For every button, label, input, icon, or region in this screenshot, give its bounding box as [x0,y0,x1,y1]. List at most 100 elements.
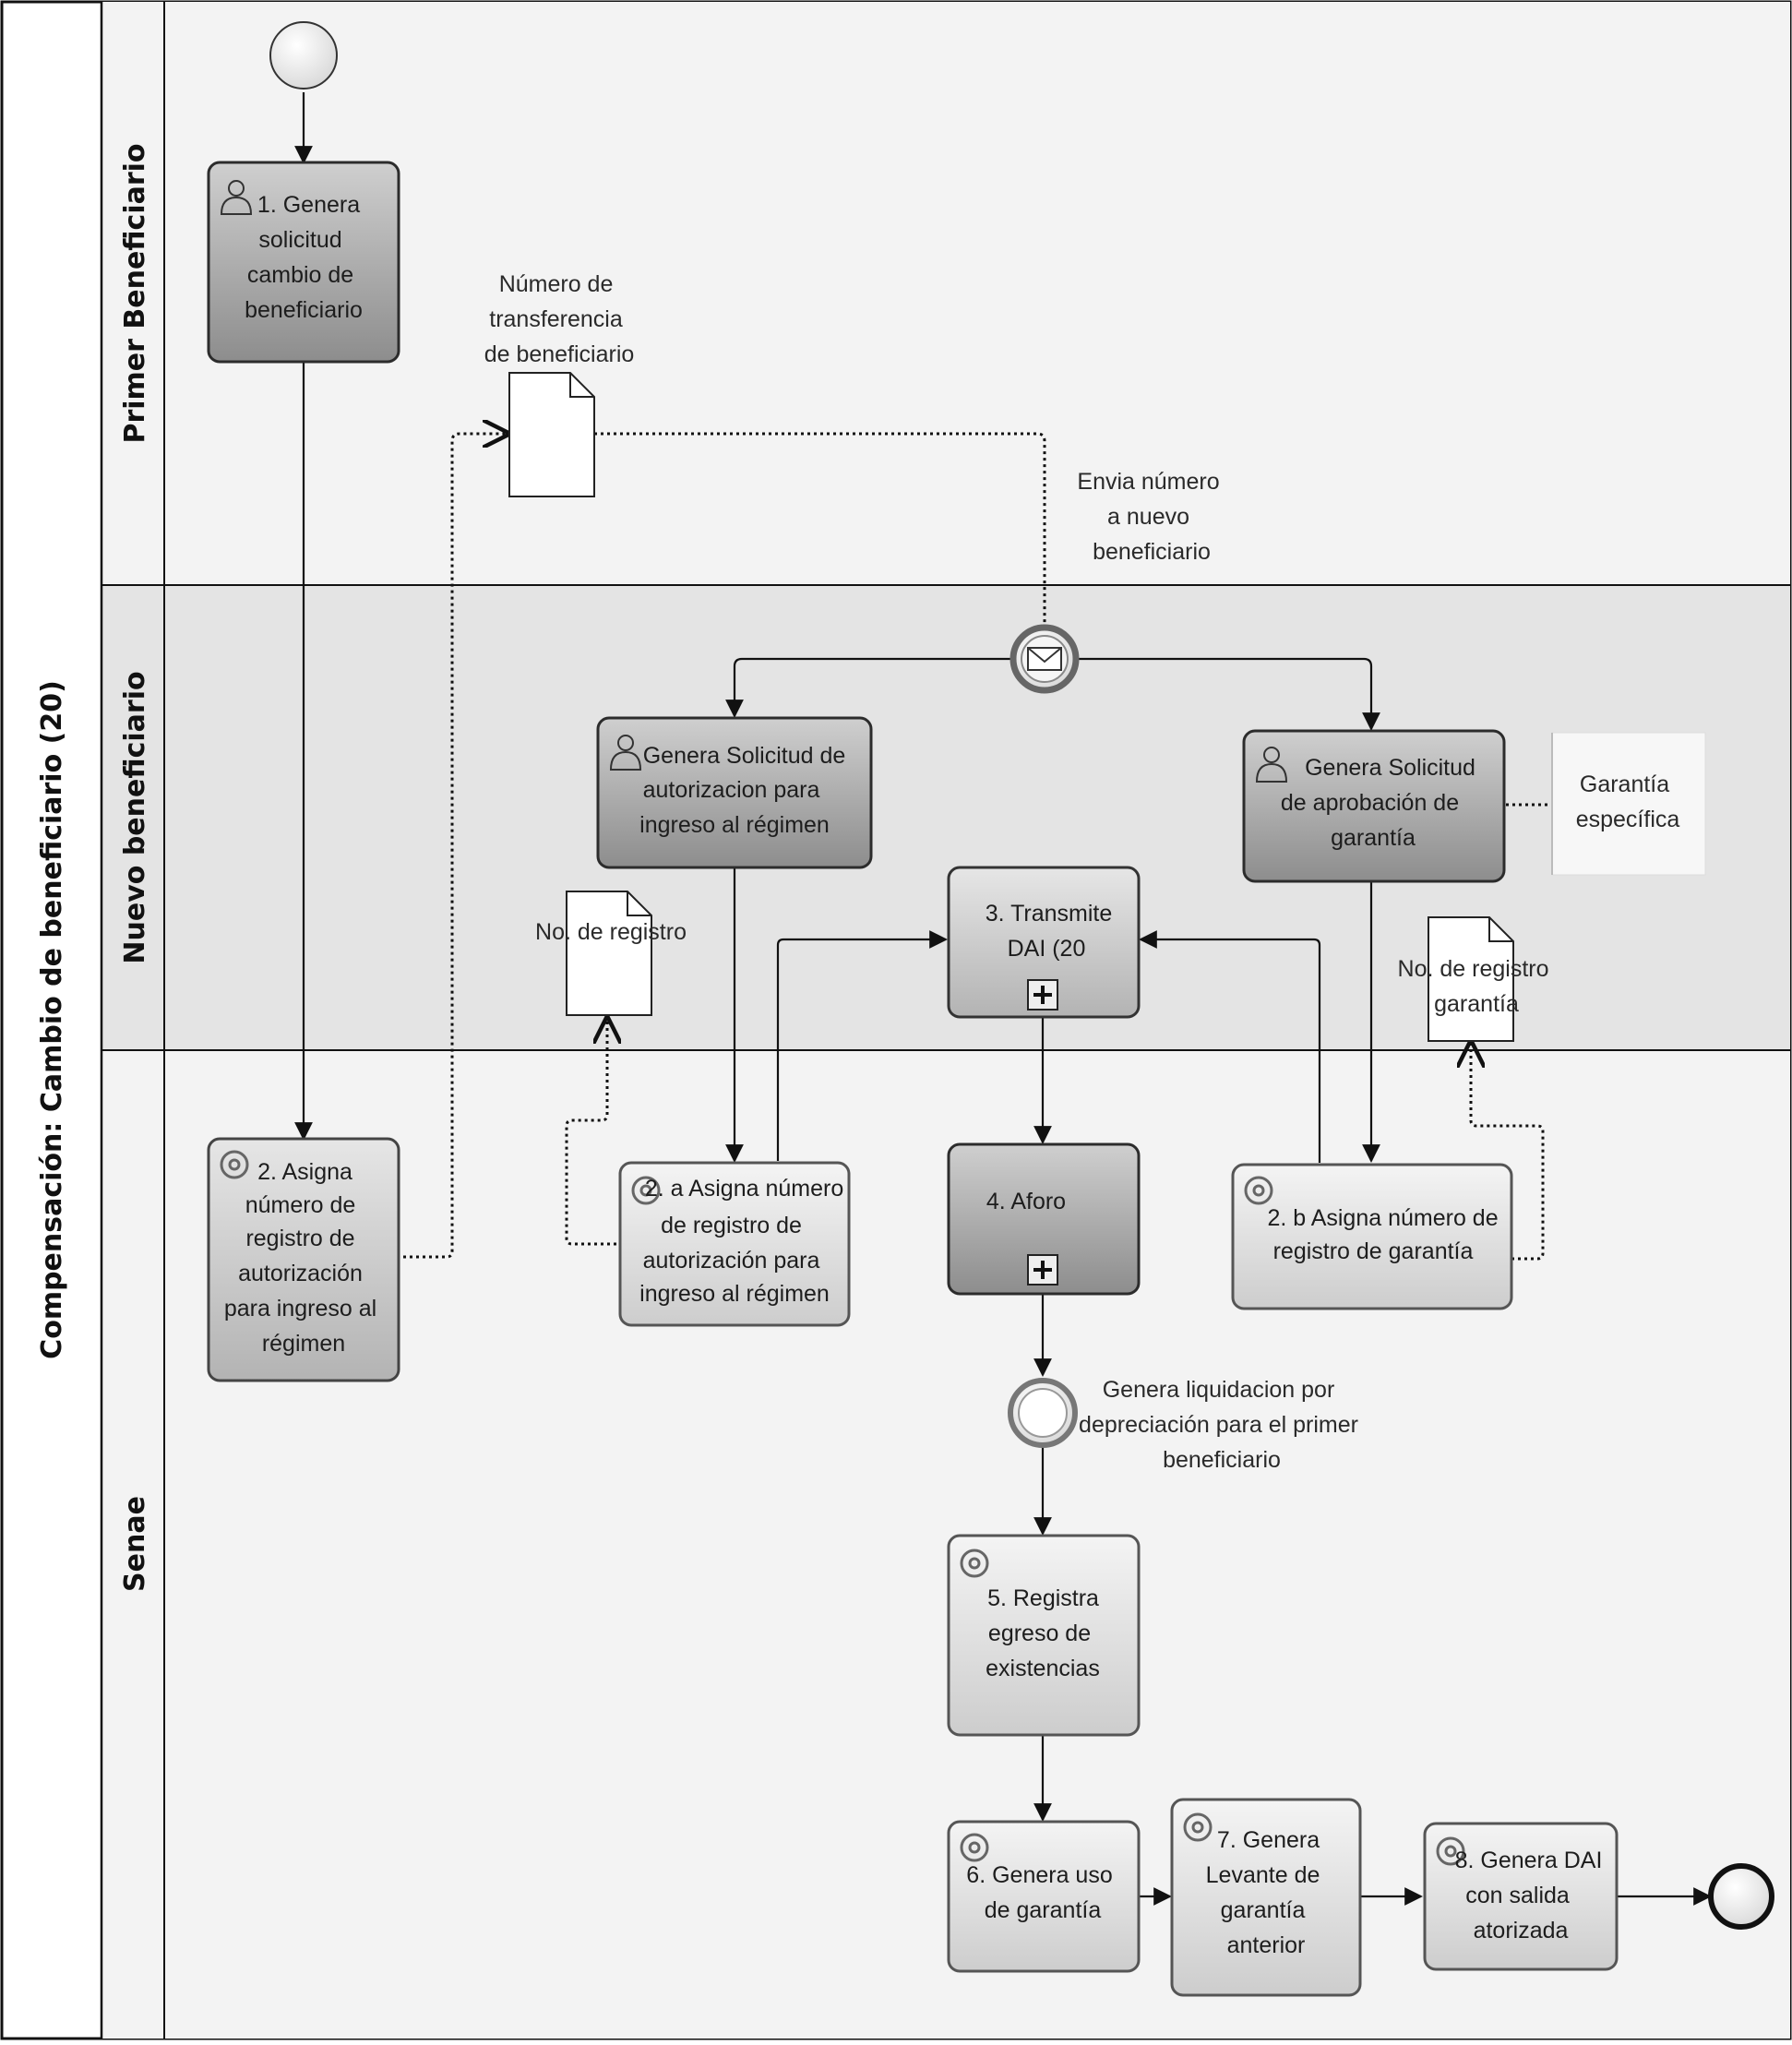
task-5[interactable]: 5. Registra egreso de existencias [947,1534,1141,1737]
svg-text:2. Asigna número de: 2. Asigna número de registro de autoriza… [224,1159,383,1357]
task-gsa-line: ingreso al régimen [639,812,830,838]
task-1-line: cambio de [247,262,353,288]
task-2a-line: ingreso al régimen [639,1281,830,1307]
task-5-line: existencias [986,1656,1100,1681]
svg-text:Garantía específica: Garantía específica [1576,771,1680,832]
lane-label-nuevo: Nuevo beneficiario [119,671,151,963]
document-no-registro[interactable]: No. de registro [535,891,687,1016]
task-2a[interactable]: 2. a Asigna número de registro de autori… [618,1161,851,1327]
lane-label-senae: Senae [119,1496,151,1592]
subprocess-expand-icon[interactable] [1027,979,1058,1011]
flow-t2b-to-t3 [1139,930,1321,1163]
svg-text:Genera Solicitud de auto: Genera Solicitud de autorizacion para in… [639,743,852,838]
svg-text:1. Genera solicitud: 1. Genera solicitud cambio de beneficiar… [245,192,366,323]
svg-text:No. de registro: No. de registro [535,919,687,945]
task-8[interactable]: 8. Genera DAI con salida atorizada [1423,1822,1619,1971]
svg-text:7. Genera Levante de: 7. Genera Levante de garantía anterior [1206,1827,1327,1958]
svg-text:6. Genera uso de garantí: 6. Genera uso de garantía [966,1862,1118,1923]
task-3-line: DAI (20 [1008,936,1086,962]
task-6-line: de garantía [985,1897,1102,1923]
task-2-line: régimen [262,1331,345,1357]
svg-text:2. a Asigna número de re: 2. a Asigna número de registro de autori… [639,1176,850,1307]
task-4-line: 4. Aforo [986,1189,1066,1214]
task-2b-line: 2. b Asigna número de [1267,1205,1498,1231]
task-5-line: egreso de [988,1620,1091,1646]
user-icon [220,180,253,215]
task-2[interactable]: 2. Asigna número de registro de autoriza… [207,1137,400,1382]
annotation-envia: Envia número a nuevo beneficiario [1077,469,1225,565]
task-7[interactable]: 7. Genera Levante de garantía anterior [1170,1798,1362,1997]
task-2a-line: autorización para [643,1248,820,1274]
document-numero-transferencia[interactable]: Número de transferencia de beneficiario [484,271,635,497]
gear-icon [1436,1836,1465,1866]
gear-icon [631,1176,661,1205]
task-gsg-line: garantía [1331,825,1416,851]
svg-text:Genera Solicitud de apro: Genera Solicitud de aprobación de garant… [1281,755,1482,851]
svg-text:5. Registra egreso de: 5. Registra egreso de existencias [986,1585,1105,1681]
task-2a-line: 2. a Asigna número [645,1176,843,1202]
task-1-line: solicitud [258,227,341,253]
task-3-line: 3. Transmite [986,901,1113,927]
intermediate-event[interactable] [1008,1378,1078,1448]
task-1[interactable]: 1. Genera solicitud cambio de beneficiar… [207,161,400,364]
svg-text:3. Transmite DAI (20: 3. Transmite DAI (20 [986,901,1119,962]
flow-t2a-to-doc-registro [565,1019,616,1246]
message-flows [397,432,1548,1261]
svg-text:Número de transferencia: Número de transferencia de beneficiario [484,271,635,367]
svg-text:2. b Asigna número de re: 2. b Asigna número de registro de garant… [1267,1205,1504,1264]
task-8-line: con salida [1465,1883,1570,1908]
task-genera-solicitud-garantia[interactable]: Genera Solicitud de aprobación de garant… [1242,729,1506,883]
task-3-subprocess[interactable]: 3. Transmite DAI (20 [947,866,1141,1019]
doc-transferencia-line: de beneficiario [484,341,635,367]
task-2b[interactable]: 2. b Asigna número de registro de garant… [1231,1163,1513,1310]
lane-label-primer: Primer Beneficiario [119,143,151,443]
task-1-line: beneficiario [245,297,363,323]
subprocess-expand-icon[interactable] [1027,1254,1058,1286]
task-gsa-line: autorizacion para [643,777,820,803]
task-2a-line: de registro de [661,1213,802,1238]
user-icon [1255,747,1288,783]
task-2-line: número de [245,1192,356,1218]
task-gsg-line: de aprobación de [1281,790,1459,816]
task-1-line: 1. Genera [257,192,360,218]
svg-text:8. Genera DAI con salida: 8. Genera DAI con salida atorizada [1455,1848,1609,1943]
task-6-line: 6. Genera uso [966,1862,1112,1888]
gear-icon [960,1549,989,1578]
flow-msg-to-gsg [1045,657,1380,731]
task-4-subprocess[interactable]: 4. Aforo [947,1142,1141,1296]
flow-doc-to-message [594,432,1046,624]
task-2b-line: registro de garantía [1273,1238,1474,1264]
task-2-line: para ingreso al [224,1296,376,1321]
task-7-line: 7. Genera [1217,1827,1320,1853]
task-7-line: anterior [1227,1932,1306,1958]
task-6[interactable]: 6. Genera uso de garantía [947,1820,1141,1973]
sequence-flows [294,92,1712,1906]
pool-title: Compensación: Cambio de beneficiario (20… [36,680,68,1359]
task-5-line: 5. Registra [987,1585,1099,1611]
doc-transferencia-line: transferencia [489,306,623,332]
gear-icon [1244,1176,1273,1205]
end-event[interactable] [1708,1863,1774,1930]
user-icon [609,735,642,771]
task-8-line: atorizada [1474,1918,1569,1943]
doc-transferencia-line: Número de [499,271,614,297]
annotation-garantia-especifica: Garantía específica [1551,732,1706,876]
svg-text:4. Aforo: 4. Aforo [986,1189,1066,1214]
task-8-line: 8. Genera DAI [1455,1848,1603,1873]
flow-t2a-to-t3 [776,930,948,1161]
gear-icon [220,1150,249,1179]
task-2-line: autorización [238,1261,363,1286]
gear-icon [960,1833,989,1862]
message-event[interactable] [1009,624,1080,694]
task-genera-solicitud-autorizacion[interactable]: Genera Solicitud de autorizacion para in… [596,716,873,869]
document-no-registro-garantia[interactable]: No. de registro garantía [1398,916,1556,1042]
doc-garantia-line: garantía [1434,991,1519,1017]
start-event[interactable] [269,21,338,90]
doc-registro-line: No. de registro [535,919,687,945]
annotation-genera-liquidacion: Genera liquidacion por depreciación para… [1079,1377,1365,1473]
task-gsg-line: Genera Solicitud [1305,755,1475,781]
svg-text:No. de registro garantía: No. de registro garantía [1398,956,1556,1017]
flow-t2-to-doc-transferencia [397,434,508,1259]
